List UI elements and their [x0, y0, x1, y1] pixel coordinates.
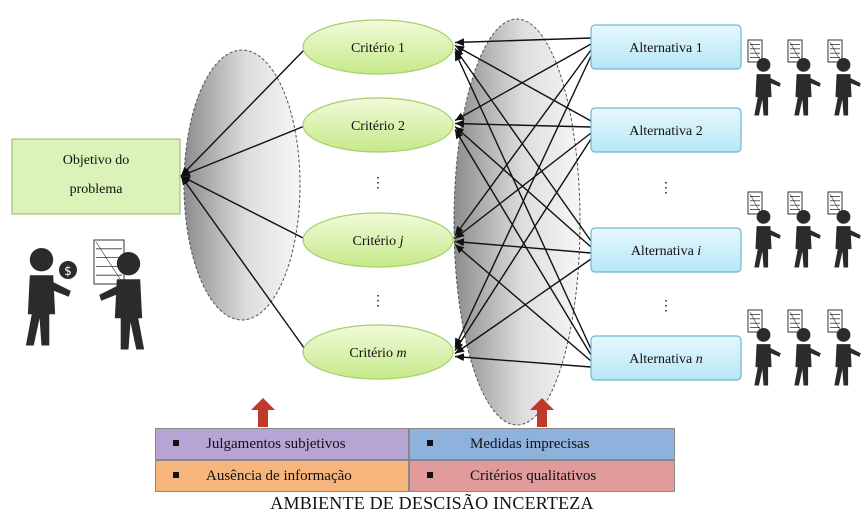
- criterion-label: Critério m: [349, 346, 406, 361]
- alternative-label: Alternativa i: [631, 244, 701, 259]
- person-icon: [754, 328, 781, 386]
- alternatives-grouping-ellipse: [453, 18, 581, 426]
- person-icon: [794, 328, 821, 386]
- uncertainty-table: Julgamentos subjetivos Medidas imprecisa…: [155, 428, 675, 492]
- document-icon: [827, 309, 843, 333]
- link-alternative-to-criterion: [454, 138, 592, 351]
- link-alternative-to-criterion: [454, 119, 592, 128]
- link-alternative-to-criterion: [454, 125, 592, 248]
- person-icon: [25, 248, 71, 346]
- link-alternative-to-criterion: [454, 129, 592, 356]
- link-criterion-to-objective: [180, 175, 308, 353]
- criterion-node: Critério j: [302, 212, 454, 268]
- person-icon: [834, 210, 861, 268]
- bullet-icon: [427, 472, 433, 478]
- table-cell-subjective: Julgamentos subjetivos: [155, 428, 409, 460]
- alternative-label: Alternativa n: [629, 352, 702, 367]
- alternative-label: Alternativa 1: [629, 41, 702, 56]
- criterion-label: Critério 2: [351, 119, 405, 134]
- bullet-icon: [173, 440, 179, 446]
- alternative-node: Alternativa n: [590, 335, 742, 381]
- link-criterion-to-objective: [180, 46, 308, 177]
- objective-line2: problema: [70, 182, 124, 197]
- document-icon: [787, 309, 803, 333]
- person-icon: [794, 58, 821, 116]
- link-criterion-to-objective: [180, 175, 308, 241]
- uncertainty-arrow-left: [251, 398, 275, 427]
- alternative-node: Alternativa i: [590, 227, 742, 273]
- uncertainty-arrow-right: [530, 398, 554, 427]
- criterion-node: Critério 2: [302, 97, 454, 153]
- dollar-icon: $: [64, 264, 72, 278]
- objective-line1: Objetivo do: [63, 153, 130, 168]
- diagram-caption: AMBIENTE DE DESCISÃO INCERTEZA: [270, 493, 594, 513]
- alternatives-ellipsis-2: ⋮: [659, 299, 673, 314]
- document-icon: [747, 39, 763, 63]
- table-cell-qualitative: Critérios qualitativos: [409, 460, 675, 492]
- person-icon: [834, 58, 861, 116]
- criterion-node: Critério m: [302, 324, 454, 380]
- document-icon: [747, 309, 763, 333]
- table-cell-missing-info: Ausência de informação: [155, 460, 409, 492]
- person-icon: [794, 210, 821, 268]
- document-icon: [747, 191, 763, 215]
- criteria-grouping-ellipse: [183, 49, 301, 321]
- link-alternative-to-criterion: [454, 44, 592, 122]
- criteria-ellipsis-2: ⋮: [371, 294, 385, 309]
- criterion-label: Critério j: [353, 234, 404, 249]
- link-alternative-to-criterion: [454, 132, 592, 240]
- alternative-node: Alternativa 1: [590, 24, 742, 70]
- objective-box: Objetivo do problema: [11, 138, 181, 215]
- link-alternative-to-criterion: [454, 238, 592, 254]
- person-icon: [99, 252, 145, 350]
- link-alternative-to-criterion: [454, 353, 592, 368]
- table-cell-imprecise: Medidas imprecisas: [409, 428, 675, 460]
- coin-icon: [59, 261, 77, 279]
- alternative-label: Alternativa 2: [629, 124, 702, 139]
- criterion-label: Critério 1: [351, 41, 405, 56]
- link-alternative-to-criterion: [454, 258, 592, 355]
- person-icon: [834, 328, 861, 386]
- document-icon: [827, 191, 843, 215]
- person-icon: [754, 210, 781, 268]
- document-icon: [787, 191, 803, 215]
- alternative-node: Alternativa 2: [590, 107, 742, 153]
- criterion-node: Critério 1: [302, 19, 454, 75]
- person-icon: [754, 58, 781, 116]
- alternatives-ellipsis-1: ⋮: [659, 181, 673, 196]
- link-alternative-to-criterion: [454, 243, 592, 362]
- bullet-icon: [173, 472, 179, 478]
- bullet-icon: [427, 440, 433, 446]
- link-criterion-to-objective: [180, 124, 308, 177]
- document-icon: [787, 39, 803, 63]
- document-icon: [827, 39, 843, 63]
- link-alternative-to-criterion: [454, 37, 592, 47]
- link-alternative-to-criterion: [454, 49, 592, 236]
- criteria-ellipsis-1: ⋮: [371, 176, 385, 191]
- link-alternative-to-criterion: [454, 48, 592, 242]
- link-alternative-to-criterion: [454, 43, 592, 122]
- link-alternative-to-criterion: [454, 55, 592, 348]
